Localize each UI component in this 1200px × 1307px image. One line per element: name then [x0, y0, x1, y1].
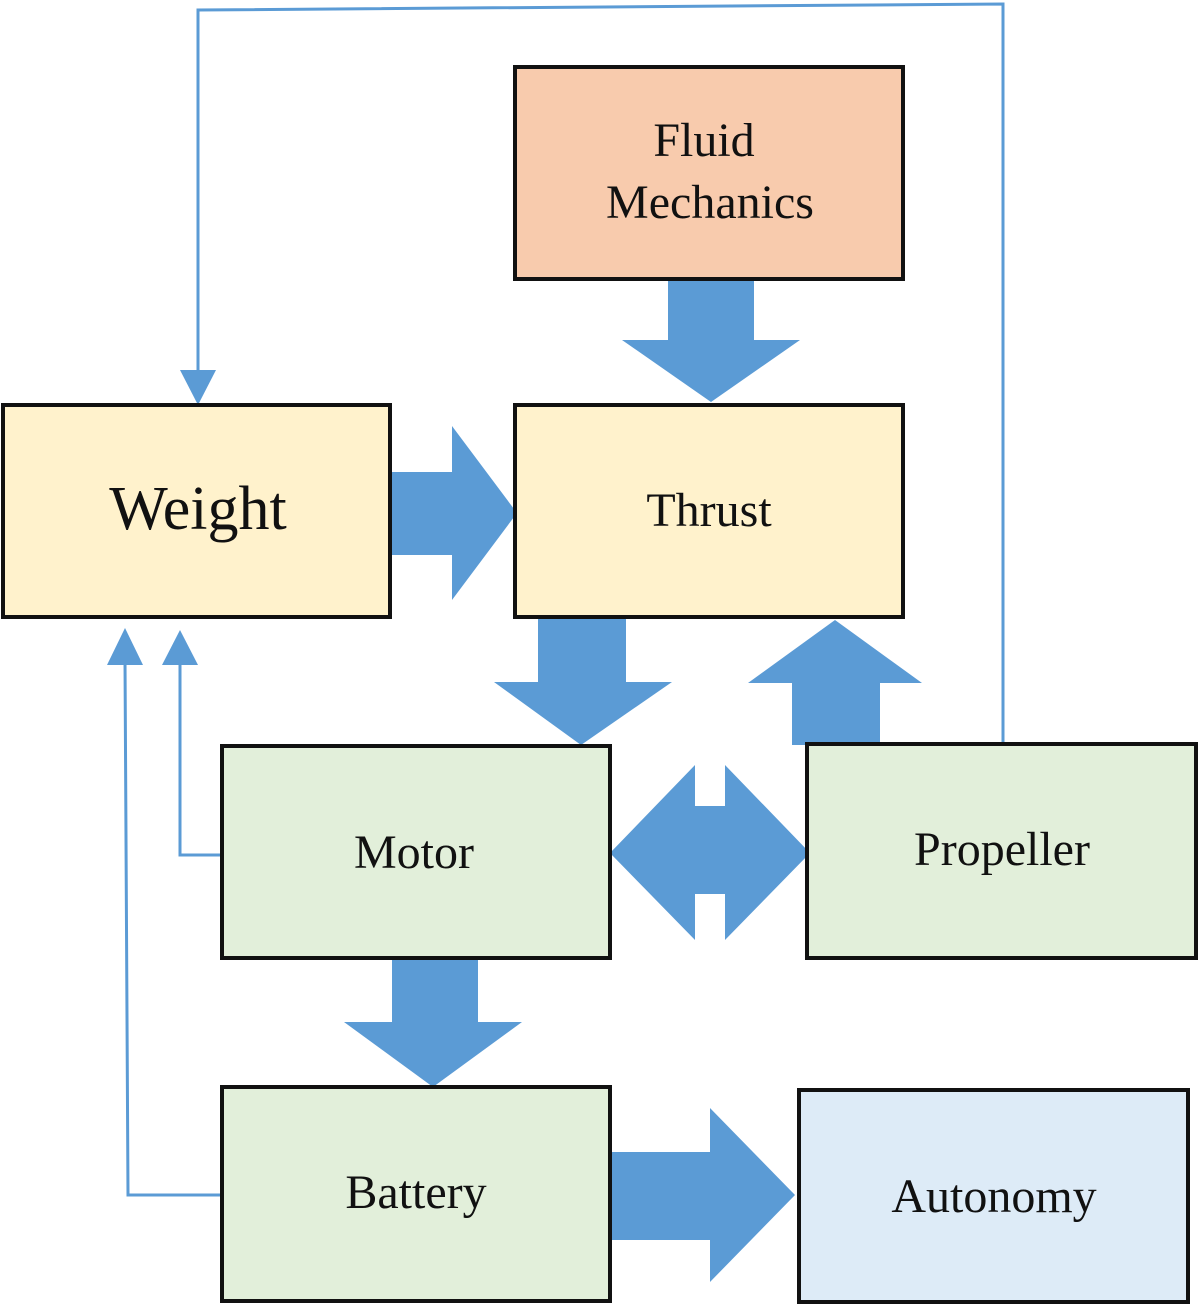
node-motor: Motor	[220, 744, 612, 960]
thrust-label: Thrust	[646, 484, 772, 537]
block-arrows	[344, 280, 922, 1282]
node-weight: Weight	[1, 403, 392, 619]
fluid-mechanics-label-line-1: Fluid	[653, 114, 754, 167]
connector-battery-to-weight	[123, 659, 221, 1197]
arrowhead-motor-to-weight	[162, 630, 198, 665]
propeller-label: Propeller	[914, 823, 1090, 876]
motor-label: Motor	[354, 826, 474, 879]
arrow-weight-to-thrust	[392, 426, 517, 600]
autonomy-label: Autonomy	[891, 1170, 1096, 1223]
arrow-thrust-to-motor	[494, 618, 672, 745]
arrow-motor-propeller-double	[610, 765, 810, 940]
fluid-mechanics-label: Fluid Mechanics	[606, 114, 814, 229]
arrowhead-propeller-to-weight	[180, 370, 216, 405]
autonomy-box	[797, 1088, 1190, 1304]
arrow-propeller-to-thrust	[748, 620, 922, 745]
arrow-battery-to-autonomy	[612, 1108, 795, 1282]
node-autonomy: Autonomy	[797, 1088, 1190, 1304]
weight-label: Weight	[109, 475, 287, 543]
node-fluid-mechanics: Fluid Mechanics	[513, 65, 905, 281]
propeller-box	[805, 742, 1198, 960]
arrow-motor-to-battery	[344, 960, 522, 1087]
motor-box	[220, 744, 612, 960]
connector-motor-to-weight	[178, 660, 221, 857]
node-battery: Battery	[220, 1085, 612, 1303]
arrowhead-battery-to-weight	[107, 628, 143, 665]
fluid-mechanics-box	[513, 65, 905, 281]
node-thrust: Thrust	[513, 403, 905, 619]
connector-propeller-to-weight	[196, 2, 1005, 745]
node-propeller: Propeller	[805, 742, 1198, 960]
fluid-mechanics-label-line-2: Mechanics	[606, 176, 814, 229]
battery-label: Battery	[345, 1166, 486, 1219]
thrust-box	[513, 403, 905, 619]
arrow-fluid-mechanics-to-thrust	[622, 280, 800, 402]
feedback-connectors	[107, 2, 1005, 1197]
battery-box	[220, 1085, 612, 1303]
weight-box	[1, 403, 392, 619]
